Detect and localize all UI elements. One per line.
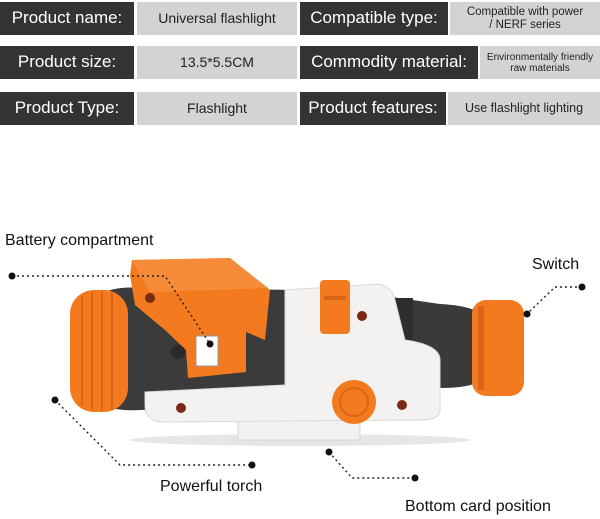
compatible-type-line-1: Compatible with power bbox=[466, 5, 584, 18]
battery-cover-hole bbox=[145, 293, 155, 303]
callout-dots bbox=[8, 272, 586, 482]
commodity-material-line-2: raw materials bbox=[510, 62, 570, 74]
switch-label: Switch bbox=[532, 256, 580, 273]
product-size-label: Product size: bbox=[0, 46, 134, 79]
torch-bezel bbox=[70, 290, 128, 412]
product-type-label: Product Type: bbox=[0, 92, 134, 125]
commodity-material-line-1: Environmentally friendly bbox=[486, 51, 594, 63]
compatible-type-line-2: / NERF series bbox=[489, 18, 561, 31]
rear-cap bbox=[472, 300, 524, 396]
product-features-label: Product features: bbox=[300, 92, 446, 125]
callout-lines bbox=[12, 275, 582, 479]
battery-compartment-label: Battery compartment bbox=[5, 232, 154, 249]
tail-barrel bbox=[385, 296, 486, 392]
powerful-torch-label: Powerful torch bbox=[160, 478, 263, 495]
top-slider bbox=[320, 280, 350, 334]
bottom-card-position-label: Bottom card position bbox=[405, 498, 551, 515]
housing-hole-1 bbox=[357, 311, 367, 321]
shadow bbox=[130, 434, 470, 446]
product-type-value: Flashlight bbox=[137, 92, 297, 125]
commodity-material-value: Environmentally friendly raw materials bbox=[480, 46, 600, 79]
tail-groove bbox=[395, 298, 413, 388]
bottom-callout-line bbox=[328, 451, 415, 479]
switch-callout-line bbox=[526, 286, 582, 315]
rear-cap-ridge bbox=[478, 306, 484, 390]
dark-body bbox=[90, 287, 300, 411]
compatible-type-label: Compatible type: bbox=[300, 2, 448, 35]
housing-hole-2 bbox=[397, 400, 407, 410]
torch-callout-line bbox=[54, 399, 252, 466]
compatible-type-value: Compatible with power / NERF series bbox=[450, 2, 600, 35]
commodity-material-label: Commodity material: bbox=[300, 46, 478, 79]
housing-hole-3 bbox=[176, 403, 186, 413]
mount-knob bbox=[332, 380, 376, 424]
battery-callout-line bbox=[12, 275, 211, 345]
product-name-value: Universal flashlight bbox=[137, 2, 297, 35]
bezel-knurling bbox=[81, 291, 113, 411]
product-name-label: Product name: bbox=[0, 2, 134, 35]
product-features-value: Use flashlight lighting bbox=[448, 92, 600, 125]
bottom-rail bbox=[237, 417, 361, 441]
product-size-value: 13.5*5.5CM bbox=[137, 46, 297, 79]
battery-latch bbox=[195, 335, 219, 367]
mount-knob-ring bbox=[339, 387, 369, 417]
top-slider-ridge bbox=[324, 296, 346, 300]
battery-cover-top bbox=[132, 258, 268, 292]
battery-cover bbox=[130, 258, 270, 378]
battery-screw bbox=[171, 345, 185, 359]
spec-table: Product name: Universal flashlight Compa… bbox=[0, 0, 600, 130]
white-housing bbox=[144, 283, 441, 423]
